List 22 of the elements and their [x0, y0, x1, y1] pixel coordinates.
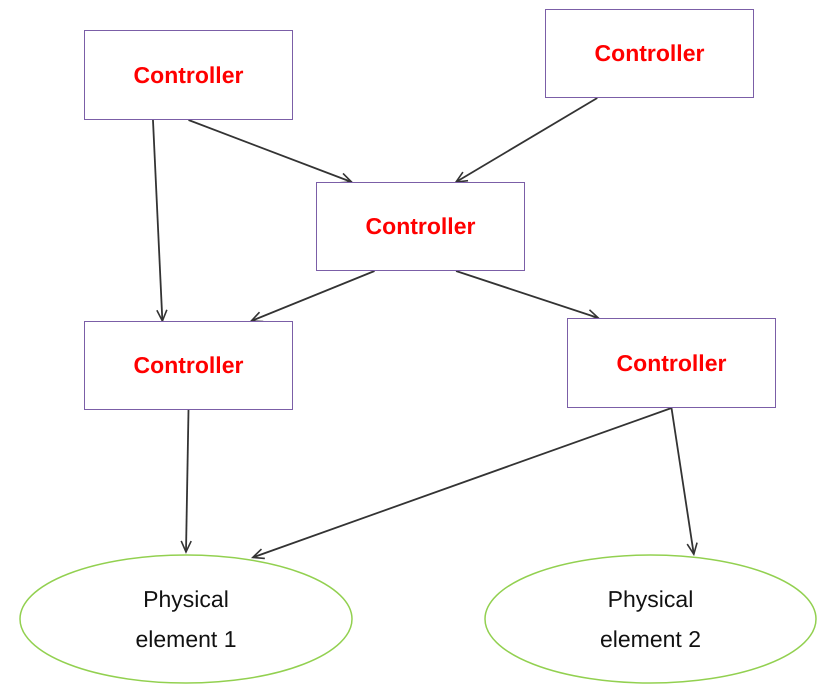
arrow [188, 119, 352, 184]
arrow [252, 407, 672, 560]
arrow [670, 408, 698, 556]
node-label: Controller [616, 350, 726, 376]
node-label: Controller [134, 352, 244, 379]
ellipse-node [19, 554, 353, 684]
controller-box [567, 318, 776, 408]
controller-box [84, 30, 293, 120]
ellipse-node [484, 554, 817, 684]
node-label: Physical element 1 [134, 585, 238, 654]
node-label: Physical element 2 [598, 585, 702, 654]
arrow [152, 120, 168, 322]
controller-box [84, 321, 293, 410]
node-label: Controller [134, 62, 244, 88]
arrow [456, 270, 600, 320]
controller-box [316, 182, 525, 271]
arrow [455, 97, 598, 183]
arrow [180, 410, 192, 553]
arrow [250, 270, 375, 322]
node-label: Controller [366, 213, 476, 240]
node-label: Controller [594, 40, 704, 67]
controller-box [545, 9, 754, 98]
